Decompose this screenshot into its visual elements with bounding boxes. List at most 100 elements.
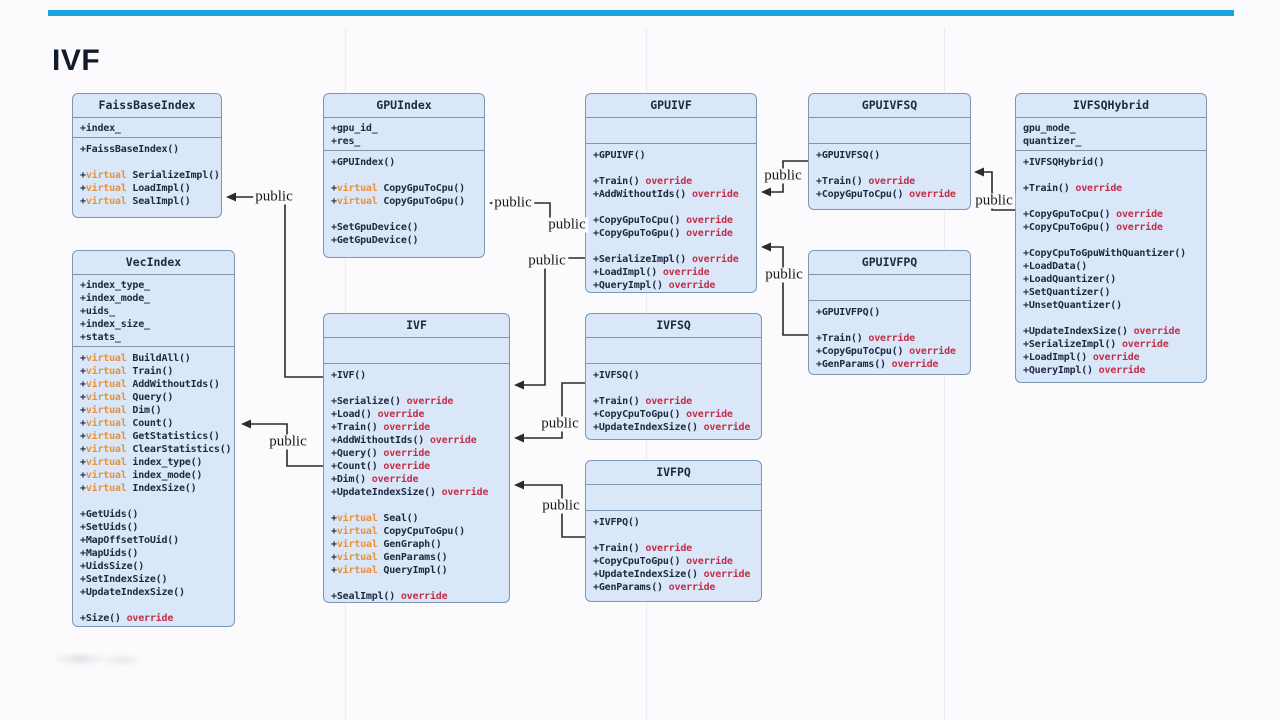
- method-line: +virtual index_mode(): [80, 470, 203, 481]
- attribute-line: +uids_: [80, 306, 115, 317]
- method-line: +SerializeImpl() override: [1023, 339, 1169, 350]
- method-line: +IVF(): [331, 370, 366, 381]
- method-line: +UpdateIndexSize() override: [593, 422, 751, 433]
- class-name: FaissBaseIndex: [73, 94, 221, 118]
- method-line: +virtual index_type(): [80, 457, 203, 468]
- spacer-line: [593, 162, 756, 175]
- method-line: +CopyCpuToGpu() override: [593, 556, 733, 567]
- spacer-line: [593, 240, 756, 253]
- class-attributes: [809, 118, 970, 144]
- method-line: +virtual BuildAll(): [80, 353, 191, 364]
- method-line: +QueryImpl() override: [593, 280, 716, 291]
- method-line: +virtual Seal(): [331, 513, 419, 524]
- class-methods: +GPUIVFSQ() +Train() override+CopyGpuToC…: [809, 144, 970, 209]
- class-attributes: [586, 118, 756, 144]
- edge-gpuivfpq-to-gpuivf: [770, 246, 808, 336]
- method-line: +GetGpuDevice(): [331, 235, 419, 246]
- class-methods: +GPUIndex() +virtual CopyGpuToCpu()+virt…: [324, 151, 484, 257]
- class-box-gpuivfpq: GPUIVFPQ +GPUIVFPQ() +Train() override+Co…: [808, 250, 971, 375]
- spacer-line: [331, 577, 509, 590]
- spacer-line: [1023, 312, 1206, 325]
- spacer-line: [1023, 169, 1206, 182]
- method-line: +Train() override: [1023, 183, 1122, 194]
- class-name: GPUIVFSQ: [809, 94, 970, 118]
- spacer-line: [331, 169, 484, 182]
- attribute-line: gpu_mode_: [1023, 123, 1076, 134]
- method-line: +Train() override: [593, 543, 692, 554]
- method-line: +LoadQuantizer(): [1023, 274, 1117, 285]
- arrowhead-icon: [974, 167, 984, 177]
- class-methods: +IVFSQHybrid() +Train() override +CopyGp…: [1016, 151, 1206, 382]
- method-line: +UpdateIndexSize() override: [593, 569, 751, 580]
- method-line: +Train() override: [816, 176, 915, 187]
- class-methods: +virtual BuildAll()+virtual Train()+virt…: [73, 347, 234, 626]
- method-line: +SerializeImpl() override: [593, 254, 739, 265]
- class-box-vecindex: VecIndex+index_type_+index_mode_+uids_+i…: [72, 250, 235, 627]
- method-line: +virtual GenParams(): [331, 552, 448, 563]
- method-line: +MapUids(): [80, 548, 139, 559]
- edge-visibility-label: public: [973, 192, 1015, 209]
- method-line: +virtual Count(): [80, 418, 174, 429]
- method-line: +GPUIVFSQ(): [816, 150, 881, 161]
- method-line: +virtual QueryImpl(): [331, 565, 448, 576]
- class-name: GPUIVFPQ: [809, 251, 970, 275]
- method-line: +UpdateIndexSize() override: [1023, 326, 1181, 337]
- page-title: IVF: [52, 44, 101, 77]
- class-box-ivfpq: IVFPQ +IVFPQ() +Train() override+CopyCpuT…: [585, 460, 762, 602]
- method-line: +AddWithoutIds() override: [593, 189, 739, 200]
- class-methods: +GPUIVF() +Train() override+AddWithoutId…: [586, 144, 756, 292]
- class-methods: +IVFPQ() +Train() override+CopyCpuToGpu(…: [586, 511, 761, 601]
- method-line: +CopyGpuToCpu() override: [593, 215, 733, 226]
- class-methods: +IVF() +Serialize() override+Load() over…: [324, 364, 509, 602]
- method-line: +CopyGpuToCpu() override: [816, 346, 956, 357]
- class-name: IVF: [324, 314, 509, 338]
- arrowhead-icon: [761, 187, 771, 197]
- method-line: +GenParams() override: [593, 582, 716, 593]
- spacer-line: [331, 499, 509, 512]
- spacer-line: [1023, 234, 1206, 247]
- method-line: +FaissBaseIndex(): [80, 144, 179, 155]
- method-line: +GetUids(): [80, 509, 139, 520]
- edge-ivfsqhybrid-to-gpuivfsq: [983, 171, 1015, 211]
- method-line: +Count() override: [331, 461, 430, 472]
- edge-ivf-to-faissbaseindex: [235, 196, 323, 378]
- method-line: +SetIndexSize(): [80, 574, 168, 585]
- edge-ivfsq-to-ivf: [523, 382, 585, 439]
- attribute-line: +gpu_id_: [331, 123, 378, 134]
- class-box-ivfsq: IVFSQ+IVFSQ() +Train() override+CopyCpuT…: [585, 313, 762, 440]
- method-line: +IVFSQHybrid(): [1023, 157, 1105, 168]
- class-box-gpuivf: GPUIVF+GPUIVF() +Train() override+AddWit…: [585, 93, 757, 293]
- class-name: IVFSQHybrid: [1016, 94, 1206, 118]
- top-accent-bar: [48, 10, 1234, 16]
- class-box-faissbaseindex: FaissBaseIndex +index_ +FaissBaseIndex() +…: [72, 93, 222, 218]
- method-line: +UpdateIndexSize() override: [331, 487, 489, 498]
- method-line: +LoadImpl() override: [593, 267, 710, 278]
- class-name: GPUIndex: [324, 94, 484, 118]
- edge-visibility-label: public: [526, 252, 568, 269]
- class-name: IVFSQ: [586, 314, 761, 338]
- edge-visibility-label: public: [253, 188, 295, 205]
- attribute-line: +index_: [80, 123, 121, 134]
- arrowhead-icon: [226, 192, 236, 202]
- method-line: +GPUIndex(): [331, 157, 396, 168]
- edge-visibility-label: public: [267, 433, 309, 450]
- class-methods: +FaissBaseIndex() +virtual SerializeImpl…: [73, 138, 221, 217]
- class-box-gpuindex: GPUIndex+gpu_id_+res_+GPUIndex() +virtua…: [323, 93, 485, 258]
- class-attributes: +gpu_id_+res_: [324, 118, 484, 151]
- method-line: +virtual GetStatistics(): [80, 431, 220, 442]
- spacer-line: [816, 319, 970, 332]
- method-line: +virtual SerializeImpl(): [80, 170, 220, 181]
- class-methods: +GPUIVFPQ() +Train() override+CopyGpuToC…: [809, 301, 970, 374]
- method-line: +virtual ClearStatistics(): [80, 444, 232, 455]
- class-name: IVFPQ: [586, 461, 761, 485]
- method-line: +Train() override: [593, 396, 692, 407]
- method-line: +CopyGpuToCpu() override: [1023, 209, 1163, 220]
- method-line: +MapOffsetToUid(): [80, 535, 179, 546]
- watermark: [55, 646, 143, 672]
- spacer-line: [593, 201, 756, 214]
- arrowhead-icon: [514, 480, 524, 490]
- class-attributes: [324, 338, 509, 364]
- spacer-line: [80, 156, 221, 169]
- method-line: +Train() override: [816, 333, 915, 344]
- class-attributes: +index_: [73, 118, 221, 138]
